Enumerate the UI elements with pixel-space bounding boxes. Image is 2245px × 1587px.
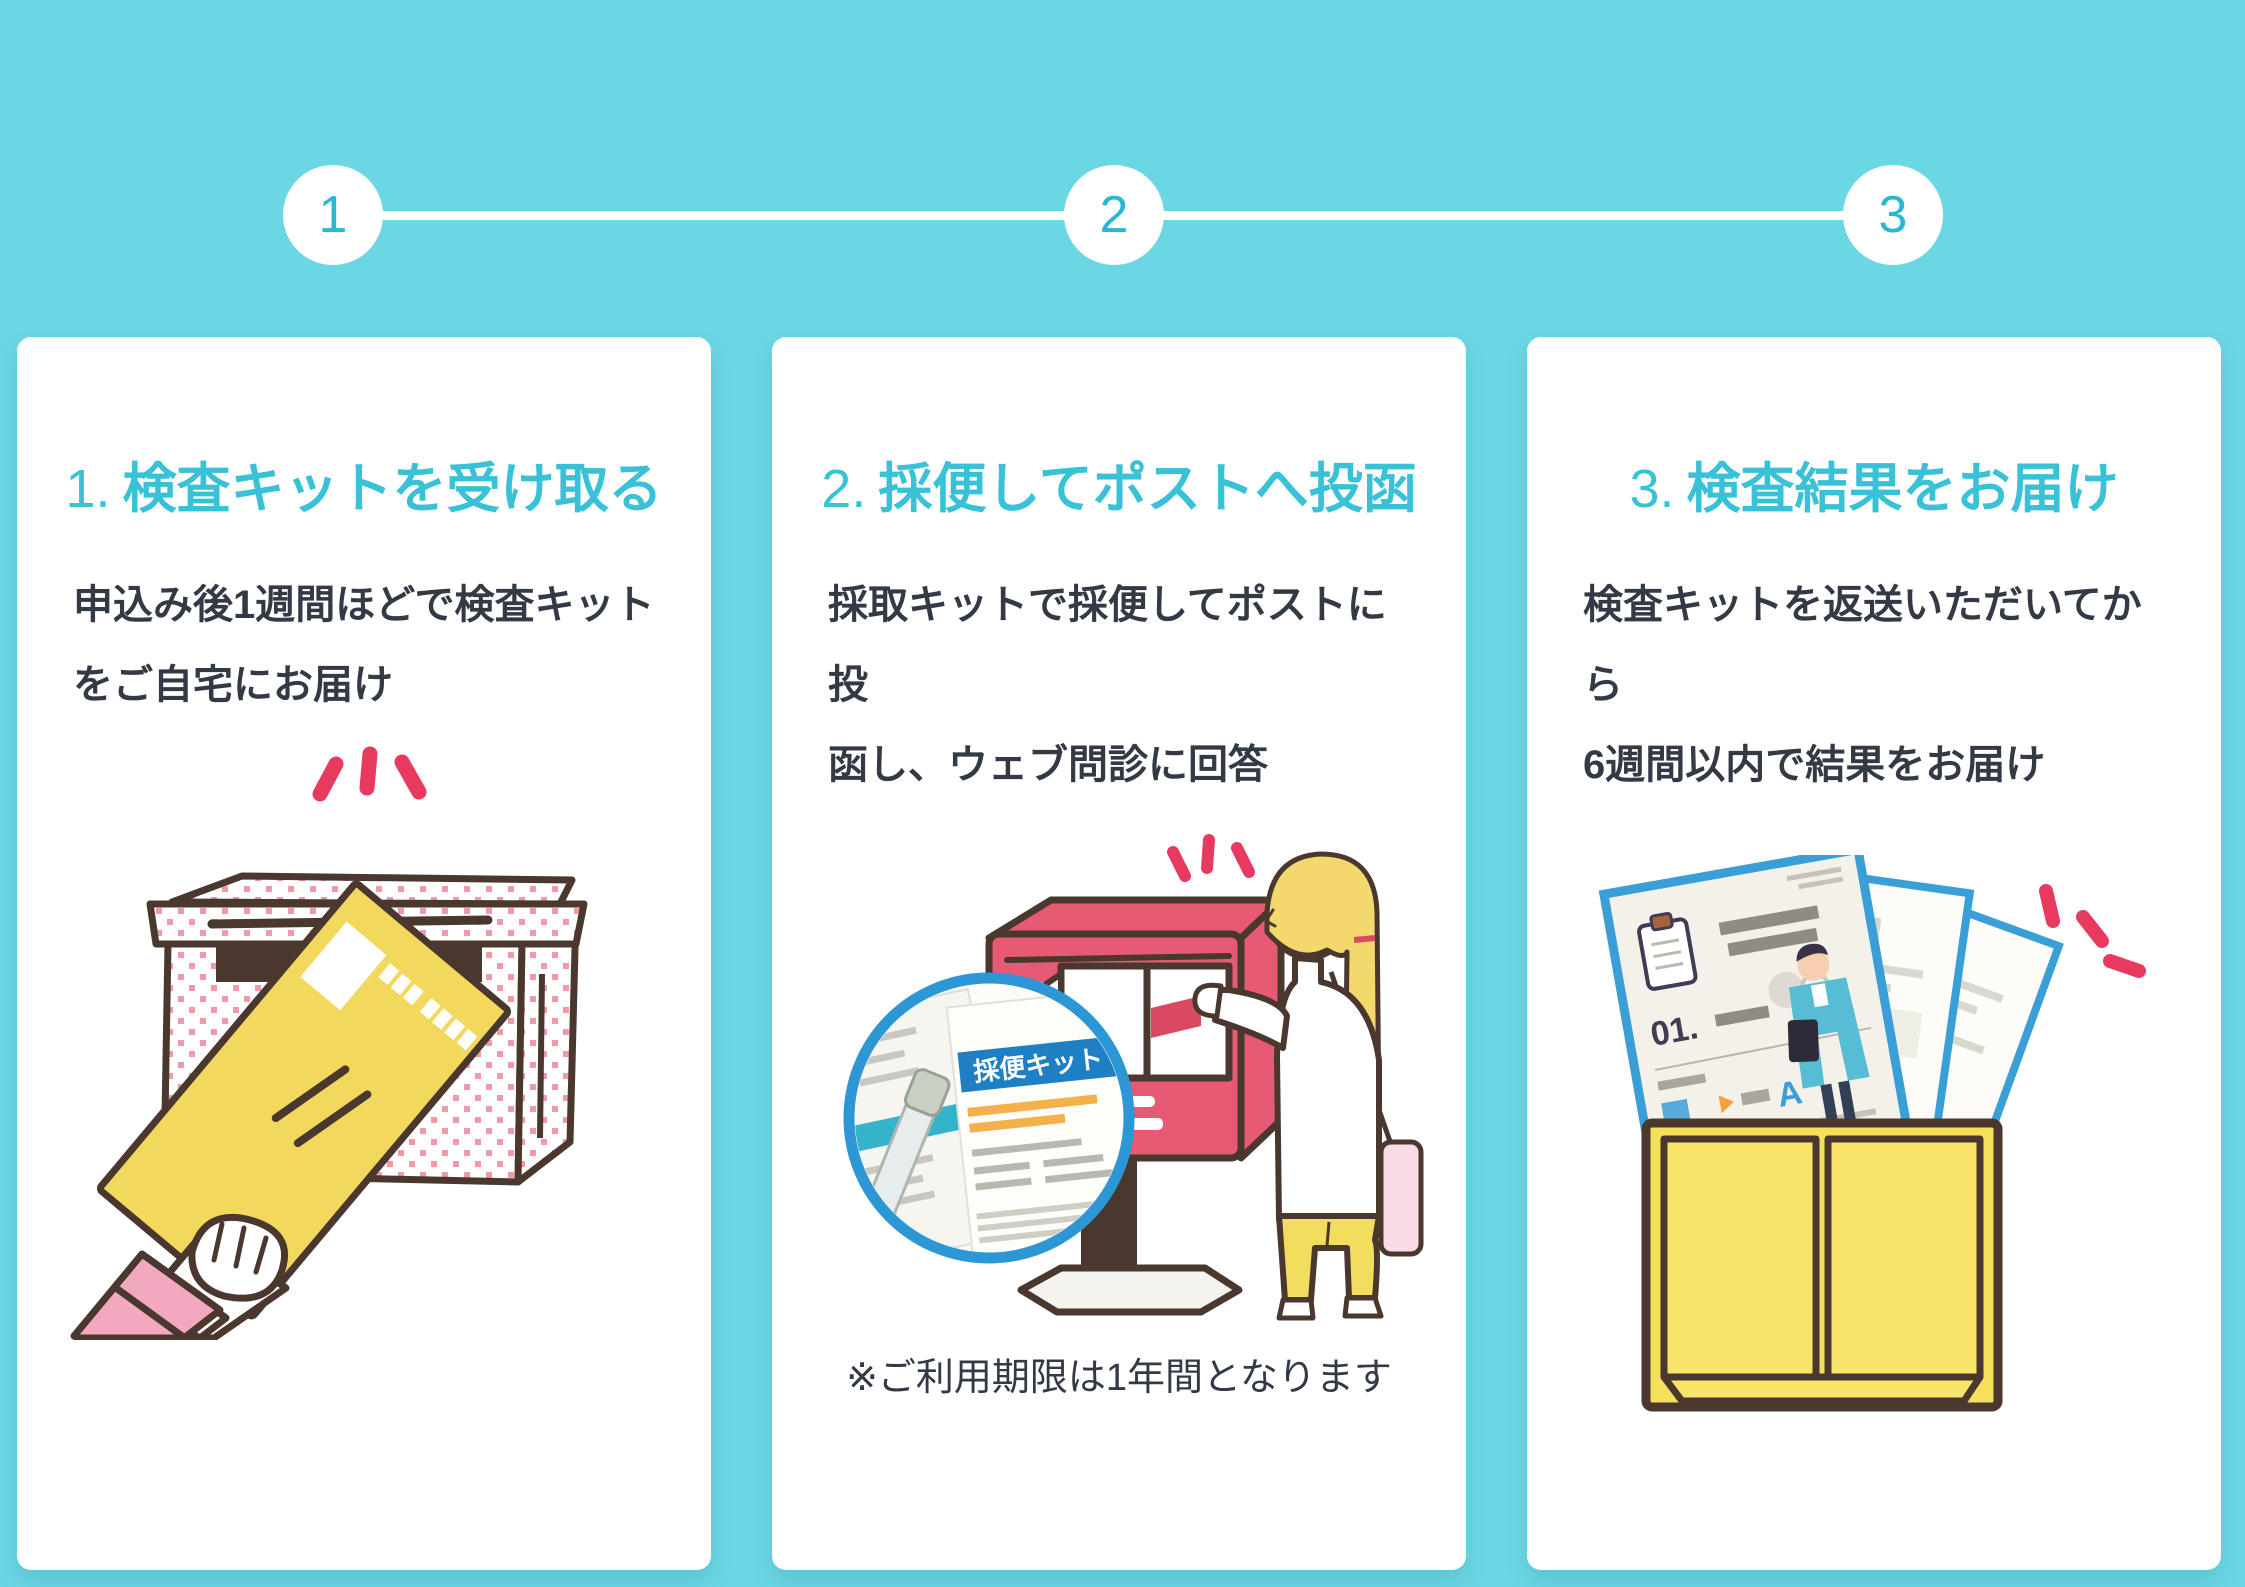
sparkle-icon [1167,834,1255,882]
kit-delivery-illustration [70,746,588,1340]
card-title-number: 1. [65,459,111,519]
card-title-number: 3. [1629,459,1675,519]
step-number-3: 3 [1878,186,1908,244]
hand-and-sleeve [70,1213,290,1340]
card-title-text: 検査結果をお届け [1686,459,2119,519]
report-section-number: 01. [1648,1008,1701,1054]
step-circle-3: 3 [1843,165,1943,265]
sparkle-icon [2039,884,2146,978]
progress-stepper: 1 2 3 [0,0,2245,337]
step-circle-1: 1 [283,165,383,265]
step-number-2: 2 [1099,186,1129,244]
card-title-2: 2.採便してポストへ投函 [782,455,1456,523]
card-title-1: 1.検査キットを受け取る [27,455,701,523]
woman-figure [1192,851,1424,1321]
card-description-1: 申込み後1週間ほどで検査キット をご自宅にお届け [73,583,655,707]
step-cards-row: 1.検査キットを受け取る 申込み後1週間ほどで検査キット をご自宅にお届け [17,337,2221,1570]
postbox-illustration: 採便キット [843,834,1424,1321]
clipboard-icon [1637,911,1698,991]
step-number-1: 1 [318,186,348,244]
envelope [96,880,512,1320]
step-circle-2: 2 [1064,165,1164,265]
card-description-2: 採取キットで採便してポストに投 函し、ウェブ問診に回答 [828,583,1387,787]
postal-code-boxes [378,963,478,1051]
results-box [1641,1118,2003,1412]
results-delivery-illustration: 01. A [1598,855,2146,1412]
sparkle-icon [312,746,427,802]
card-receive-results: 3.検査結果をお届け 検査キットを返送いただいてから 6週間以内で結果をお届け [1527,337,2221,1570]
card-title-text: 採便してポストへ投函 [878,459,1417,519]
card-post-sample: 2.採便してポストへ投函 採取キットで採便してポストに投 函し、ウェブ問診に回答 [772,337,1466,1570]
card-description-3: 検査キットを返送いただいてから 6週間以内で結果をお届け [1583,583,2142,787]
usage-limit-note: ※ご利用期限は1年間となります [846,1357,1392,1399]
card-title-number: 2. [821,459,867,519]
card-receive-kit: 1.検査キットを受け取る 申込み後1週間ほどで検査キット をご自宅にお届け [17,337,711,1570]
card-title-text: 検査キットを受け取る [122,459,663,519]
card-title-3: 3.検査結果をお届け [1537,455,2211,523]
